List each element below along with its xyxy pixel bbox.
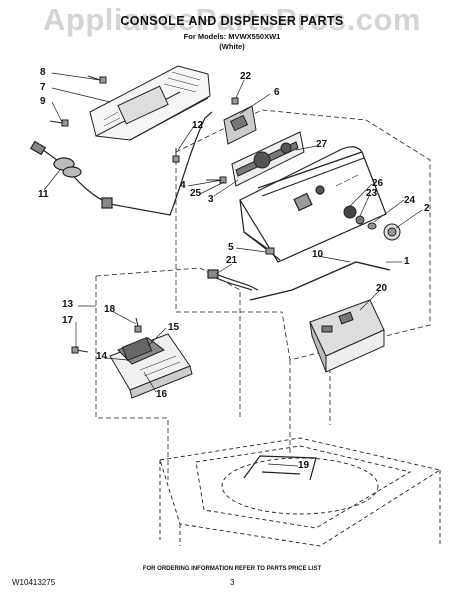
callout-7: 7 (40, 82, 46, 93)
console-body (239, 146, 387, 263)
models-line: For Models: MVWX550XW1 (183, 32, 281, 41)
callout-5: 5 (228, 242, 234, 253)
control-panel (231, 131, 305, 187)
callout-6: 6 (274, 87, 280, 98)
callout-1: 1 (404, 256, 410, 267)
callout-21: 21 (226, 255, 238, 266)
callout-16: 16 (156, 389, 168, 400)
ordering-note: FOR ORDERING INFORMATION REFER TO PARTS … (142, 566, 322, 572)
callout-23: 23 (366, 188, 378, 199)
rear-panel (89, 65, 211, 141)
main-control-board (109, 333, 193, 399)
callout-15: 15 (168, 322, 180, 333)
power-cord (29, 111, 213, 216)
screw-9 (49, 119, 69, 127)
dispenser-drawer (309, 299, 385, 373)
callout-13: 13 (62, 299, 74, 310)
callout-4: 4 (180, 180, 186, 191)
page-number: 3 (230, 578, 235, 587)
callout-18: 18 (104, 304, 116, 315)
callout-19: 19 (298, 460, 310, 471)
watermark: AppliancePartsPros.com (43, 2, 421, 37)
interface-board (223, 105, 257, 145)
screw-17 (71, 346, 89, 354)
diagram-title: CONSOLE AND DISPENSER PARTS (120, 14, 344, 28)
callout-14: 14 (96, 351, 108, 362)
callout-11: 11 (38, 189, 49, 200)
callout-10: 10 (312, 249, 324, 260)
screw-18 (134, 317, 142, 333)
callout-12: 12 (192, 120, 204, 131)
callout-2: 2 (424, 203, 430, 214)
callout-24: 24 (404, 195, 416, 206)
callout-25: 25 (190, 188, 202, 199)
assembly-boundary-lines (95, 109, 431, 480)
bracket-19 (243, 455, 317, 481)
document-number: W10413275 (12, 578, 56, 587)
callout-20: 20 (376, 283, 388, 294)
callout-8: 8 (40, 67, 46, 78)
screw-22 (231, 97, 239, 105)
callout-22: 22 (240, 71, 252, 82)
wire-harness-21 (207, 269, 259, 291)
screw-12 (172, 148, 180, 163)
callout-17: 17 (62, 315, 74, 326)
callout-26: 26 (372, 178, 384, 189)
callout-27: 27 (316, 139, 328, 150)
washer-cabinet-top (159, 437, 442, 547)
callout-9: 9 (40, 96, 46, 107)
callout-3: 3 (208, 194, 214, 205)
hinge-rod-10 (249, 261, 391, 301)
color-variant: (White) (219, 42, 245, 51)
leader-lines (43, 72, 423, 467)
clip-5 (265, 247, 275, 255)
